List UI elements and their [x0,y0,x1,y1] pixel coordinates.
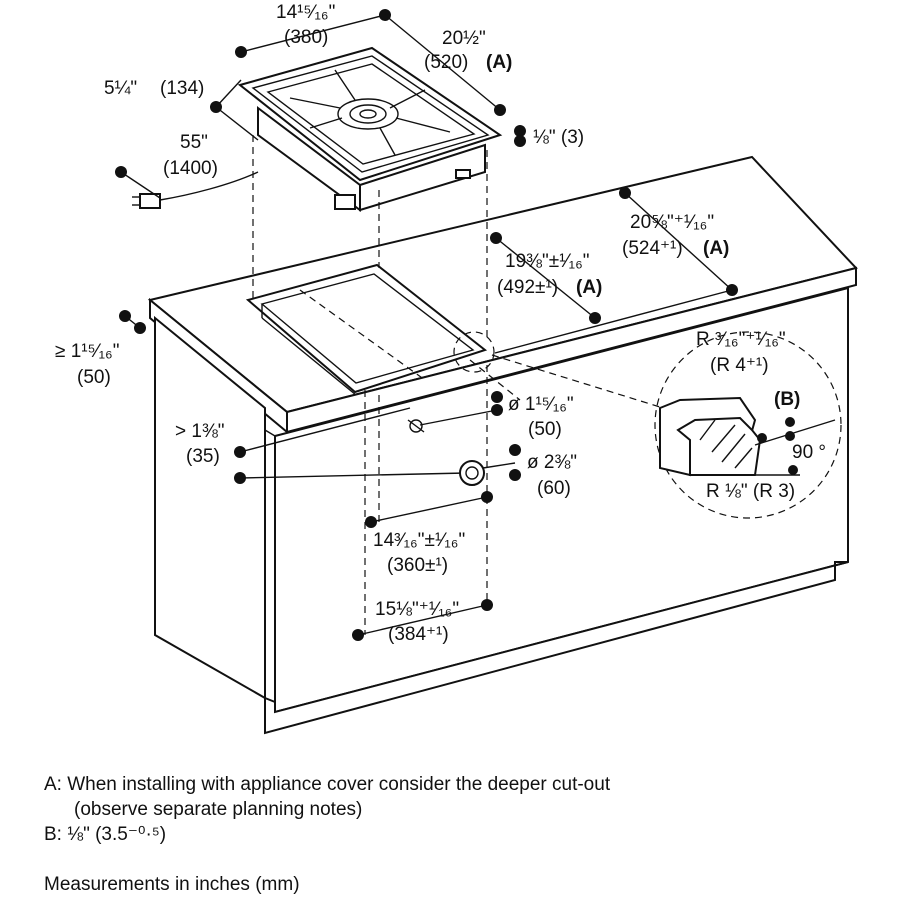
cutout-width-mm: (360±¹) [387,555,448,576]
cutout-depth-max-note: (A) [703,238,729,259]
cooktop-height-mm: (134) [160,78,204,99]
cutout-depth-max-in: 20⅝"⁺¹⁄₁₆" [630,212,714,233]
knob-offset-mm: (35) [186,446,220,467]
note-b-key: B: [44,824,62,845]
cable-length-mm: (1400) [163,158,218,179]
cooktop-height-in: 5¼" [104,78,137,99]
countertop-cutout [245,263,488,396]
cable-length-in: 55" [180,132,208,153]
note-b-text: ⅛" (3.5⁻⁰·⁵) [67,824,167,845]
detail-radius-top-in: R ³⁄₁₆"⁺¹⁄₁₆" [696,329,786,350]
cutout-depth-in: 19⅜"±¹⁄₁₆" [505,251,589,272]
front-edge-in: ≥ 1¹⁵⁄₁₆" [55,341,119,362]
notes: A: When installing with appliance cover … [44,772,884,847]
cooktop-appliance [132,46,503,212]
note-a-continued: (observe separate planning notes) [44,797,884,822]
cooktop-depth-note: (A) [486,52,512,73]
cutout-outer-in: 15⅛"⁺¹⁄₁₆" [375,599,459,620]
note-a-text-1: When installing with appliance cover con… [67,774,611,795]
note-a-key: A: [44,774,62,795]
edge-thickness: ⅛" (3) [533,127,584,148]
projection-lines [252,135,661,635]
cooktop-depth-mm: (520) [424,52,468,73]
front-edge-mm: (50) [77,367,111,388]
hole-large-in: ø 2⅜" [527,452,577,473]
cooktop-width-in: 14¹⁵⁄₁₆" [276,2,335,23]
cooktop-width-mm: (380) [284,27,328,48]
hole-small-in: ø 1¹⁵⁄₁₆" [508,394,574,415]
note-b: B: ⅛" (3.5⁻⁰·⁵) [44,822,884,847]
cutout-depth-note: (A) [576,277,602,298]
dimension-labels: 14¹⁵⁄₁₆" (380) 20½" (520) (A) 5¼" (134) … [55,2,826,645]
installation-diagram: 14¹⁵⁄₁₆" (380) 20½" (520) (A) 5¼" (134) … [55,2,858,735]
cutout-depth-max-mm: (524⁺¹) [622,238,683,259]
cutout-width-in: 14³⁄₁₆"±¹⁄₁₆" [373,530,465,551]
edge-detail [453,331,842,519]
cutout-depth-mm: (492±¹) [497,277,558,298]
cooktop-depth-in: 20½" [442,28,486,49]
knob-offset-in: > 1⅜" [175,421,225,442]
detail-radius-top-mm: (R 4⁺¹) [710,355,769,376]
detail-radius-bottom: R ⅛" (R 3) [706,481,795,502]
detail-angle: 90 ° [792,442,826,463]
note-a: A: When installing with appliance cover … [44,772,884,797]
cutout-outer-mm: (384⁺¹) [388,624,449,645]
hole-large-mm: (60) [537,478,571,499]
hole-small-mm: (50) [528,419,562,440]
measurements-note: Measurements in inches (mm) [44,874,300,895]
detail-label-b: (B) [774,389,800,410]
dimension-markers [115,9,738,641]
note-a-text-2: (observe separate planning notes) [74,799,363,820]
